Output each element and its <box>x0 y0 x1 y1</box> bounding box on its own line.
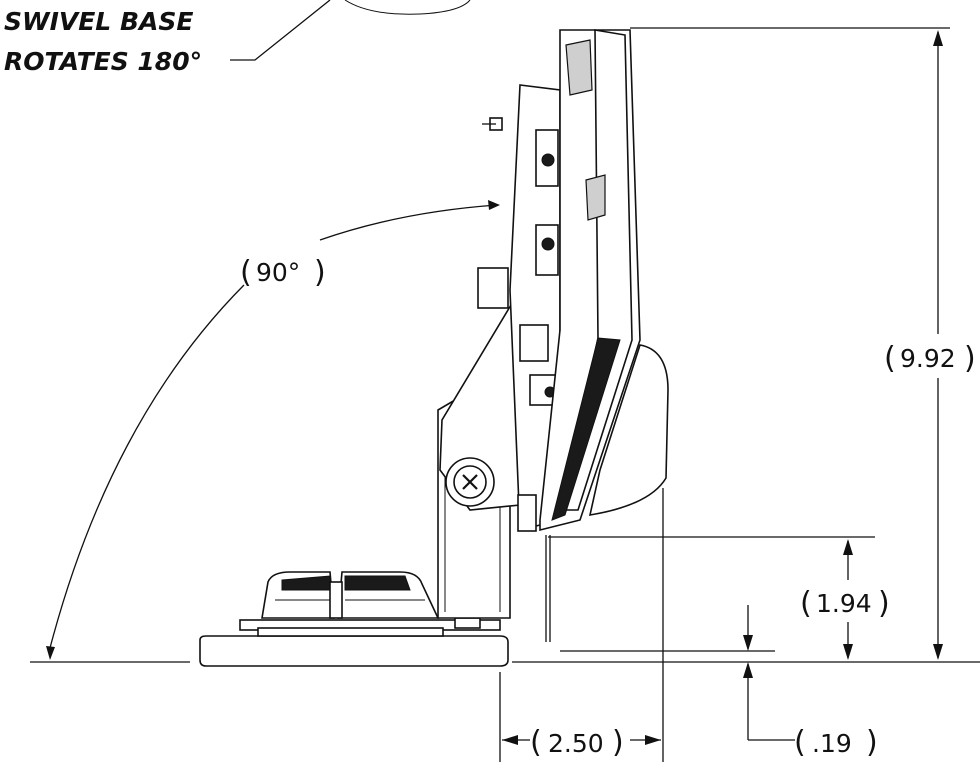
note-line-1: SWIVEL BASE <box>4 7 193 36</box>
base-offset-dimension: ( 2.50 ) <box>499 488 664 762</box>
svg-text:(: ( <box>884 341 896 376</box>
height-lower-dimension: ( 1.94 ) <box>548 536 890 660</box>
ground-lines <box>30 650 980 663</box>
angle-arc-upper <box>319 204 498 241</box>
height-total-dimension: ( 9.92 ) <box>630 27 976 660</box>
svg-text:): ) <box>878 586 890 621</box>
gap-label: .19 <box>812 729 852 758</box>
gap-dimension: ( .19 ) <box>743 605 878 760</box>
height-lower-label: 1.94 <box>816 589 872 618</box>
svg-text:): ) <box>612 725 624 760</box>
height-total-label: 9.92 <box>900 344 956 373</box>
rear-cover <box>588 344 669 516</box>
svg-text:(: ( <box>794 725 806 760</box>
svg-text:(: ( <box>800 586 812 621</box>
svg-text:): ) <box>964 341 976 376</box>
device-side-view <box>199 29 669 667</box>
base-offset-label: 2.50 <box>548 729 604 758</box>
note-line-2: ROTATES 180° <box>4 47 202 76</box>
base-plate <box>199 635 509 667</box>
angle-label: 90° <box>256 258 300 287</box>
side-knob <box>477 267 509 309</box>
svg-text:): ) <box>866 725 878 760</box>
note-leader <box>230 0 331 61</box>
swivel-arc-hint <box>344 0 471 15</box>
swivel-note: SWIVEL BASE ROTATES 180° <box>4 0 471 76</box>
angle-arc-lower <box>49 284 245 649</box>
svg-text:(: ( <box>240 255 252 290</box>
angle-dimension: ( 90° ) <box>46 200 500 660</box>
svg-text:(: ( <box>530 725 542 760</box>
svg-text:): ) <box>314 255 326 290</box>
